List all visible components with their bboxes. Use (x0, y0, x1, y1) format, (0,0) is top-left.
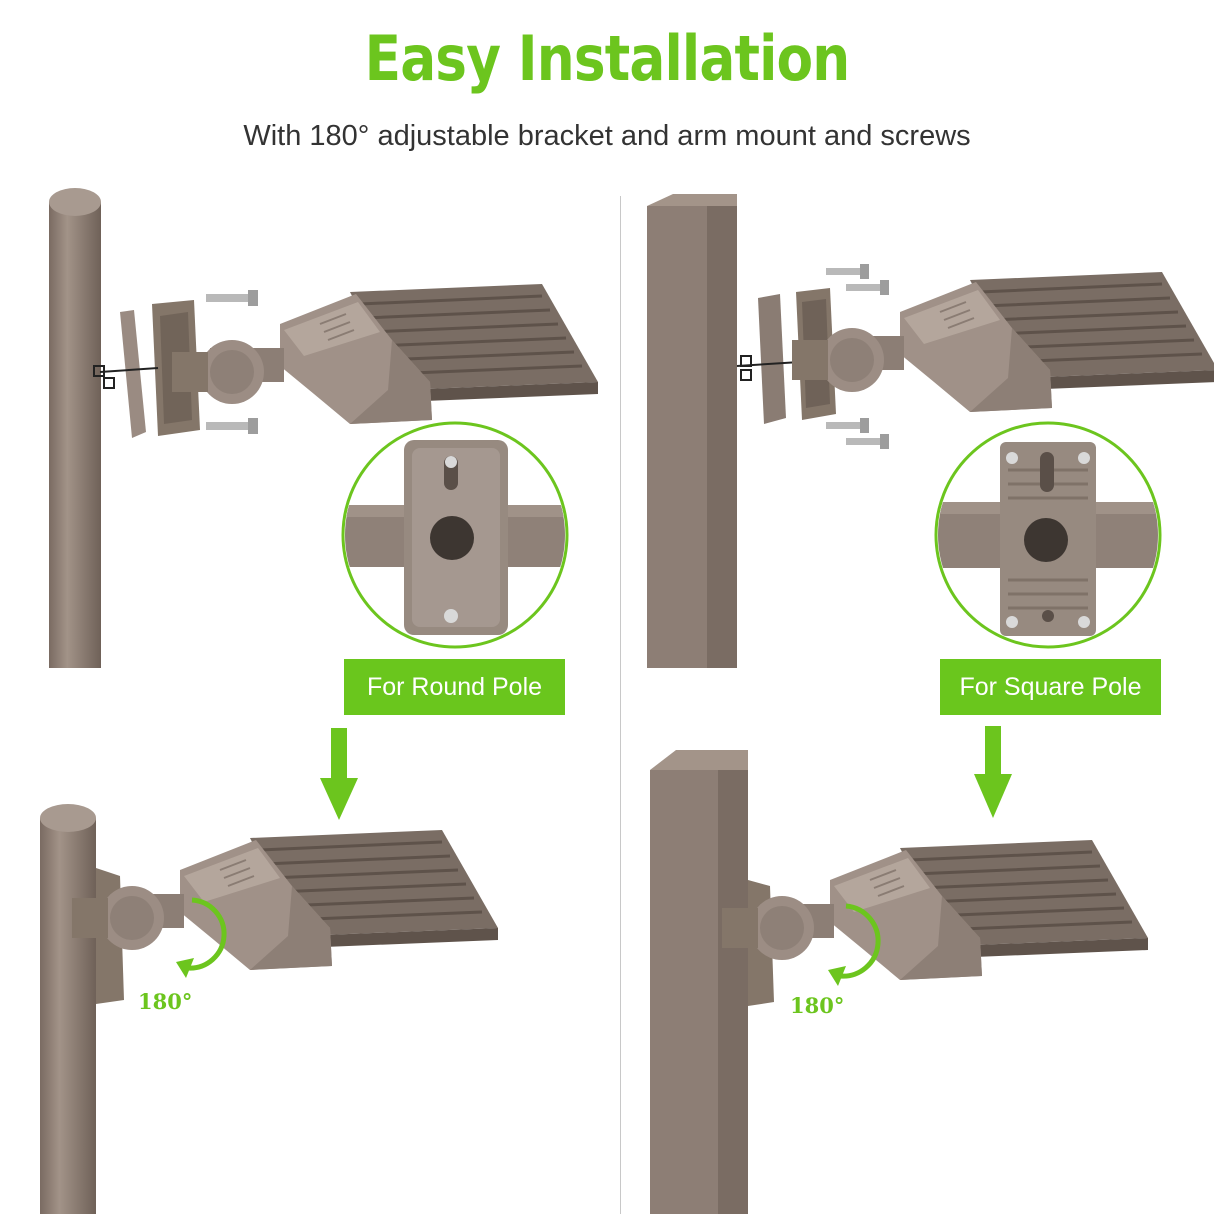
label-round-pole: For Round Pole (344, 659, 565, 715)
area-light-fixture (170, 282, 600, 426)
rotate-180-icon (176, 897, 227, 978)
round-pole-adapter-detail (341, 421, 569, 649)
down-arrow-icon (974, 726, 1012, 818)
page-title: Easy Installation (364, 22, 851, 95)
area-light-fixture-installed (70, 828, 500, 972)
screw-icon (826, 264, 889, 449)
label-round-pole-text: For Round Pole (366, 672, 543, 701)
label-square-pole-text: For Square Pole (959, 672, 1142, 701)
rotate-180-icon (828, 903, 881, 986)
square-pole-adapter-detail (934, 421, 1162, 649)
area-light-fixture-installed (720, 838, 1150, 982)
down-arrow-icon (320, 728, 358, 820)
page-subtitle: With 180° adjustable bracket and arm mou… (243, 120, 971, 152)
center-divider (620, 196, 621, 1214)
round-pole-bottom (40, 804, 124, 1214)
square-pole-top (647, 194, 737, 668)
rotation-label-square: 180° (790, 993, 844, 1018)
screw-icon (206, 290, 258, 306)
rotation-label-round: 180° (138, 989, 192, 1014)
round-pole-top (49, 188, 101, 668)
screw-icon (206, 418, 258, 434)
square-pole-bottom (650, 750, 774, 1214)
label-square-pole: For Square Pole (940, 659, 1161, 715)
area-light-fixture (790, 270, 1214, 414)
